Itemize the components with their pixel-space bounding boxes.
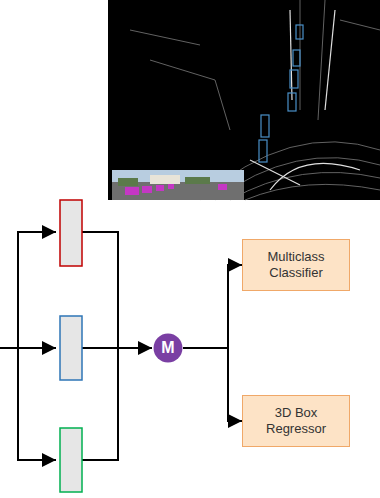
- branch-block: [60, 200, 82, 266]
- output-head-box: 3D Box Regressor: [242, 395, 350, 447]
- camera-image: [112, 170, 244, 200]
- connector-arrow: [183, 265, 242, 348]
- merge-circle: M: [153, 333, 183, 363]
- branch-block: [60, 428, 82, 492]
- node-label: M: [161, 339, 174, 357]
- node-label: 3D Box Regressor: [252, 405, 340, 436]
- branch-block: [60, 316, 82, 380]
- lidar-view: [108, 0, 380, 200]
- node-label: Multiclass Classifier: [252, 249, 340, 280]
- circle-fill: [154, 334, 183, 363]
- output-head-box: Multiclass Classifier: [242, 239, 350, 291]
- connector-arrow: [183, 348, 242, 421]
